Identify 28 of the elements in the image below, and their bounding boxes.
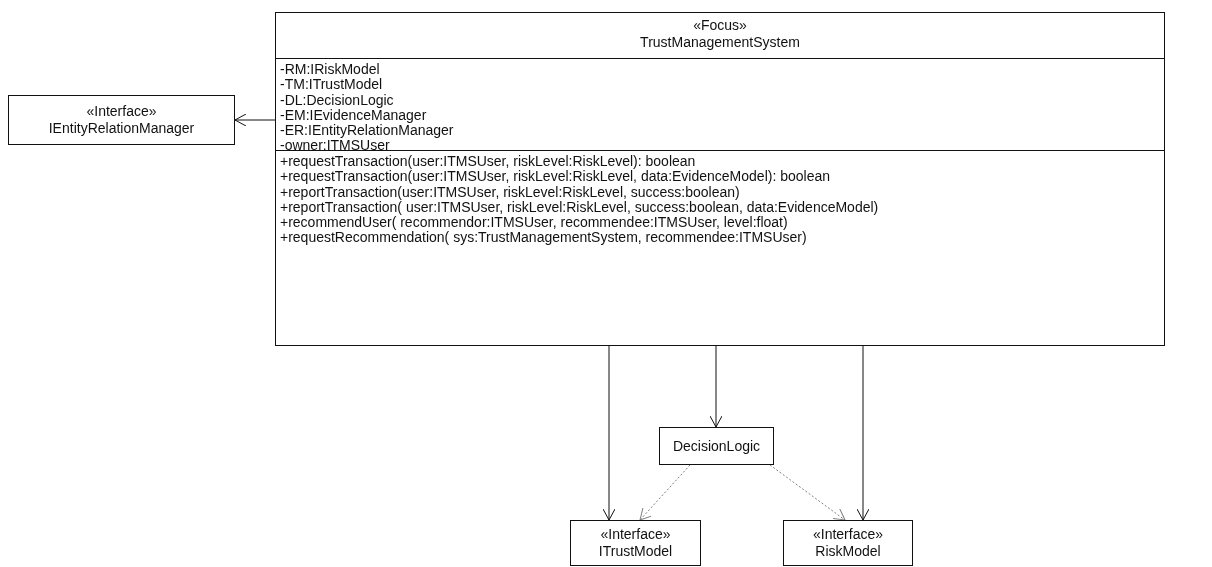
class-name: «Interface» IEntityRelationManager: [48, 103, 195, 137]
association-arrow: [709, 345, 723, 428]
attribute-text: -DL:DecisionLogic: [280, 92, 394, 108]
dependency-arrow: [639, 464, 691, 521]
class-name: «Interface» ITrustModel: [597, 526, 674, 560]
attribute-text: -TM:ITrustModel: [280, 77, 383, 93]
association-arrow: [856, 345, 870, 521]
operation-text: +requestTransaction(user:ITMSUser, riskLevel:RiskLevel): boolean: [280, 154, 696, 170]
association-arrow: [234, 113, 276, 127]
attribute-text: -ER:IEntityRelationManager: [280, 123, 454, 139]
class-box: [275, 12, 1165, 346]
class-name: «Interface» RiskModel: [811, 526, 885, 560]
class-box: [8, 95, 235, 145]
class-name: «Focus» TrustManagementSystem: [640, 17, 800, 51]
attribute-text: -EM:IEvidenceManager: [280, 107, 427, 124]
operation-text: +reportTransaction( user:ITMSUser, riskLevel:RiskLevel, success:boolean, data:EvidenceModel): [280, 199, 879, 216]
dependency-arrow: [769, 464, 846, 521]
class-name: DecisionLogic: [671, 437, 762, 455]
class-box: [570, 520, 701, 566]
class-box: [783, 520, 913, 566]
attribute-text: -owner:ITMSUser: [280, 138, 390, 154]
operation-text: +recommendUser( recommendor:ITMSUser, recommendee:ITMSUser, level:float): [280, 215, 788, 231]
operation-text: +requestRecommendation( sys:TrustManagementSystem, recommendee:ITMSUser): [280, 230, 807, 246]
operation-text: +requestTransaction(user:ITMSUser, riskLevel:RiskLevel, data:EvidenceModel): boolean: [280, 169, 831, 185]
association-arrow: [602, 345, 616, 521]
class-box: [659, 427, 774, 465]
attribute-text: -RM:IRiskModel: [280, 62, 380, 78]
operation-text: +reportTransaction(user:ITMSUser, riskLevel:RiskLevel, success:boolean): [280, 184, 740, 200]
